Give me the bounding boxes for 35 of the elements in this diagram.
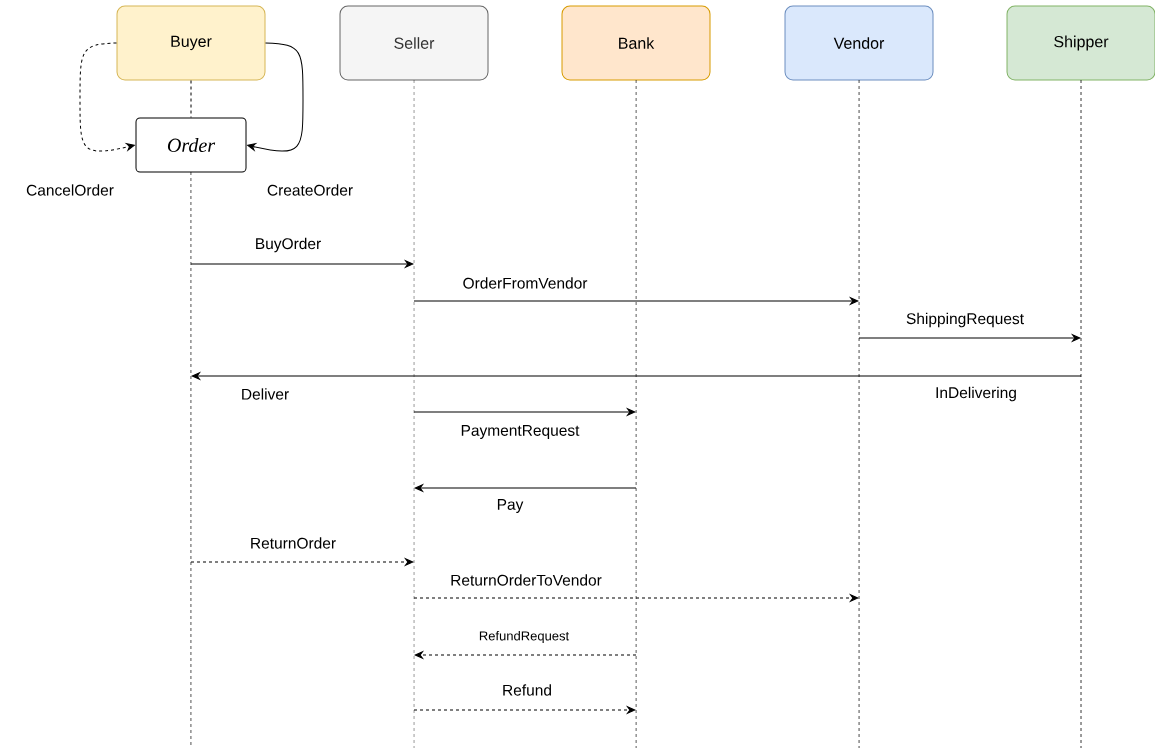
arrow	[413, 408, 636, 416]
object-box: Order	[135, 117, 247, 173]
arrow	[79, 42, 135, 152]
arrow	[190, 260, 414, 268]
actor-box: Bank	[561, 5, 711, 81]
edge-label: PaymentRequest	[459, 424, 581, 440]
lifeline	[1080, 79, 1082, 748]
edge-label: ShippingRequest	[905, 311, 1026, 329]
edge-label: Pay	[495, 498, 525, 514]
edge-label: Refund	[501, 683, 553, 697]
edge-label: ReturnOrderToVendor	[449, 573, 603, 587]
arrow	[414, 484, 637, 492]
arrow	[190, 558, 414, 566]
edge-label: ReturnOrder	[248, 536, 338, 550]
arrow	[858, 334, 1081, 342]
lifeline	[858, 79, 860, 748]
arrow	[414, 651, 637, 659]
arrow	[413, 706, 636, 714]
lifeline	[635, 79, 637, 748]
edge-label: OrderFromVendor	[461, 276, 589, 290]
arrow	[413, 297, 859, 305]
edge-label: BuyOrder	[253, 236, 323, 254]
actor-box: Seller	[339, 5, 489, 81]
message-label: InDelivering	[936, 386, 1016, 402]
arrow	[413, 594, 859, 602]
arrow	[191, 372, 1082, 380]
edge-label: RefundRequest	[477, 629, 571, 645]
lifeline	[190, 171, 192, 748]
edge-label: CancelOrder	[25, 183, 115, 197]
edge-label: Deliver	[239, 387, 291, 401]
edge-label: CreateOrder	[265, 183, 355, 197]
actor-box: Buyer	[116, 5, 266, 81]
actor-box: Shipper	[1006, 5, 1155, 81]
actor-box: Vendor	[784, 5, 934, 81]
arrow	[247, 42, 304, 152]
